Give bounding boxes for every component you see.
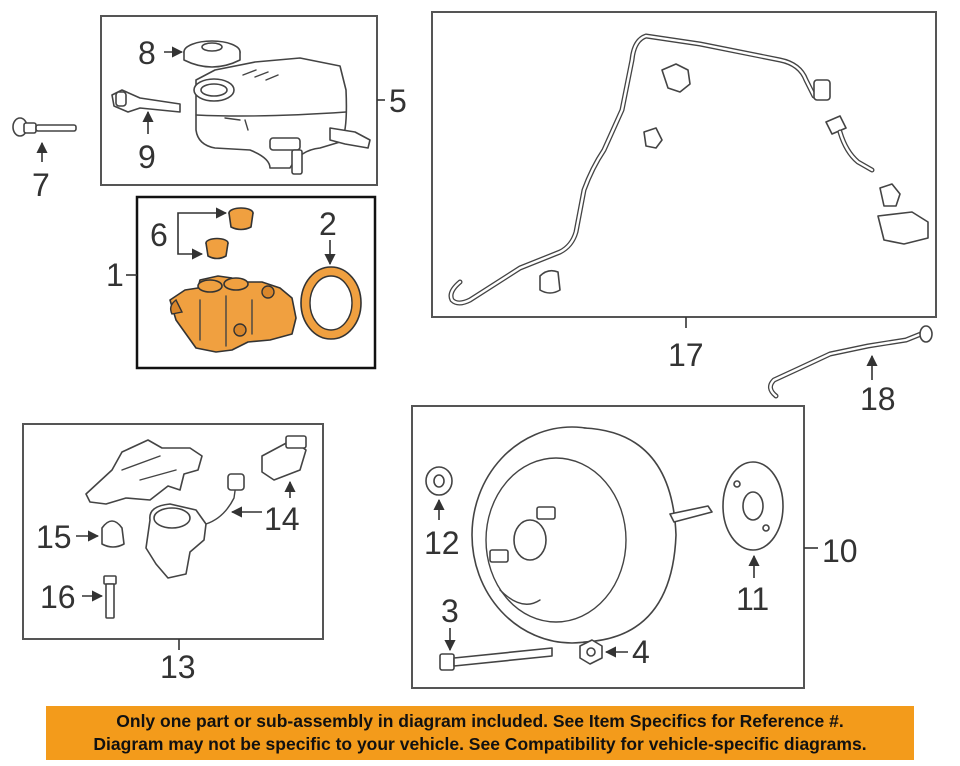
part-11-gasket bbox=[722, 461, 784, 551]
vacuum-hose-group-frame bbox=[431, 11, 937, 318]
callout-4: 4 bbox=[632, 634, 650, 670]
part-8-cap bbox=[183, 40, 241, 68]
part-12-grommet bbox=[425, 466, 453, 496]
callout-11: 11 bbox=[736, 581, 769, 617]
part-18-hose bbox=[768, 325, 933, 399]
callout-8: 8 bbox=[138, 35, 156, 71]
part-17-vacuum-hose bbox=[448, 33, 929, 306]
callout-5: 5 bbox=[389, 83, 407, 119]
part-2-seal bbox=[300, 266, 362, 340]
disclaimer-line-1: Only one part or sub-assembly in diagram… bbox=[116, 711, 844, 731]
pump-group-frame bbox=[22, 423, 324, 640]
callout-6: 6 bbox=[150, 217, 168, 253]
callout-13: 13 bbox=[160, 649, 196, 685]
part-1-master-cylinder bbox=[169, 275, 297, 353]
part-6-grommet-lower bbox=[205, 237, 229, 260]
leader-6 bbox=[177, 207, 228, 234]
disclaimer-banner: Only one part or sub-assembly in diagram… bbox=[46, 706, 914, 760]
disclaimer-line-2: Diagram may not be specific to your vehi… bbox=[93, 734, 867, 754]
callout-7: 7 bbox=[32, 167, 50, 203]
callout-12: 12 bbox=[424, 525, 460, 561]
callout-15: 15 bbox=[36, 519, 72, 555]
part-9-level-sensor bbox=[111, 89, 181, 113]
callout-9: 9 bbox=[138, 139, 156, 175]
parts-diagram: 1 2 3 4 5 6 7 8 9 10 11 12 13 14 15 16 1… bbox=[12, 11, 937, 689]
part-15-cap bbox=[101, 520, 125, 548]
part-6-grommet-upper bbox=[228, 207, 254, 231]
part-3-stud bbox=[439, 647, 553, 671]
part-5-reservoir bbox=[193, 57, 371, 175]
part-4-nut bbox=[579, 639, 603, 665]
callout-2: 2 bbox=[319, 206, 337, 242]
callout-10: 10 bbox=[822, 533, 858, 569]
master-cylinder-group-frame bbox=[135, 195, 377, 370]
booster-group-frame bbox=[411, 405, 805, 689]
part-16-bolt bbox=[103, 575, 117, 619]
callout-17: 17 bbox=[668, 337, 704, 373]
part-13-bracket bbox=[85, 439, 203, 505]
callout-16: 16 bbox=[40, 579, 76, 615]
callout-1: 1 bbox=[106, 257, 124, 293]
part-10-brake-booster bbox=[471, 426, 713, 644]
callout-14: 14 bbox=[264, 501, 300, 537]
part-7-sensor bbox=[12, 117, 77, 137]
callout-18: 18 bbox=[860, 381, 896, 417]
part-14-pump bbox=[145, 435, 307, 579]
leader-6b bbox=[177, 234, 204, 260]
callout-3: 3 bbox=[441, 593, 459, 629]
